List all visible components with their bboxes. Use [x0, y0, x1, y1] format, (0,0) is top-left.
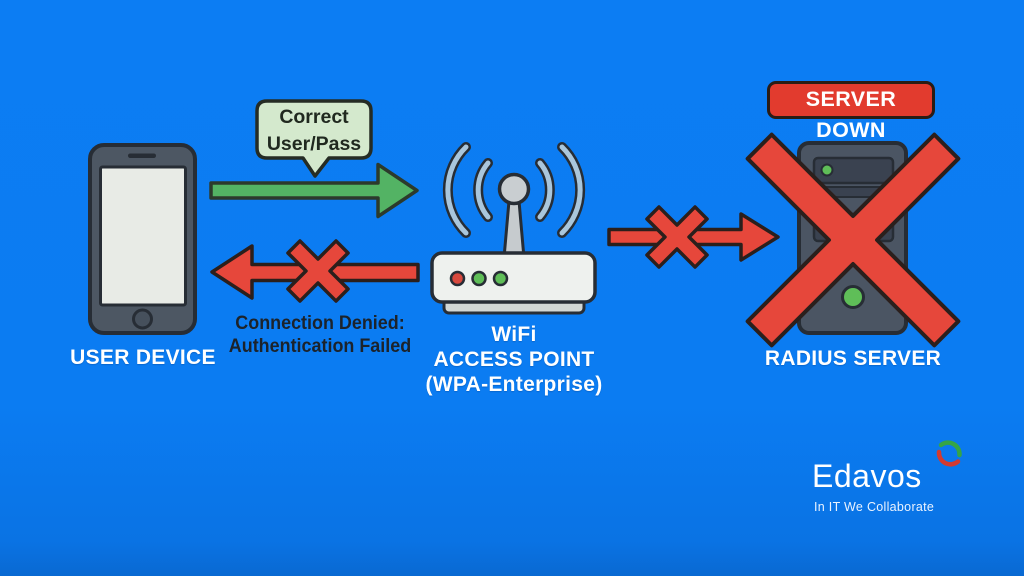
user-device-label: USER DEVICE — [70, 346, 216, 369]
access-point-label-line-3: (WPA-Enterprise) — [425, 373, 603, 396]
auth-denied-label: Connection Denied: Authentication Failed — [210, 312, 431, 358]
swirl-green-arc — [938, 440, 962, 458]
access-point-label-line-1: WiFi — [491, 323, 537, 346]
swirl-logo-icon — [936, 440, 962, 467]
x-cross-icon — [645, 205, 709, 269]
router-antenna-tip — [497, 172, 531, 206]
bubble-line-1: Correct — [279, 106, 349, 128]
server-down-badge: SERVER DOWN — [767, 81, 935, 142]
green-arrow-right-icon — [209, 162, 419, 219]
auth-denied-line-1: Connection Denied: — [235, 312, 405, 334]
router-led-green-1 — [471, 270, 487, 287]
phone-speaker — [128, 153, 156, 158]
access-point-label-line-2: ACCESS POINT — [433, 348, 595, 371]
phone-screen — [99, 165, 187, 307]
router-antenna — [502, 199, 526, 260]
red-arrow-right-with-x-icon — [607, 205, 780, 269]
bubble-line-2: User/Pass — [266, 133, 362, 155]
radius-server-label: RADIUS SERVER — [764, 347, 942, 370]
router-led-red — [449, 270, 466, 287]
auth-request-bubble-text: Correct User/Pass — [257, 104, 371, 158]
auth-denied-line-2: Authentication Failed — [228, 335, 412, 357]
red-x-cross-icon — [745, 132, 961, 348]
phone-home-button — [132, 308, 153, 330]
server-power-button — [841, 285, 865, 309]
wifi-waves-icon — [442, 142, 586, 238]
brand-tagline: In IT We Collaborate — [814, 500, 935, 514]
server-led-green — [820, 163, 834, 177]
router-body — [430, 251, 597, 304]
smartphone-icon — [88, 143, 197, 335]
red-arrow-right — [607, 212, 780, 262]
x-cross-icon — [286, 239, 350, 303]
swirl-red-arc — [936, 449, 961, 467]
wifi-router-icon — [430, 142, 597, 315]
access-point-label: WiFi ACCESS POINT (WPA-Enterprise) — [414, 322, 614, 397]
server-bay-1 — [812, 156, 895, 185]
brand-name: Edavos — [812, 458, 922, 494]
router-led-green-2 — [492, 270, 509, 287]
red-arrow-left-with-x-icon — [210, 239, 420, 303]
speech-bubble — [255, 99, 373, 178]
